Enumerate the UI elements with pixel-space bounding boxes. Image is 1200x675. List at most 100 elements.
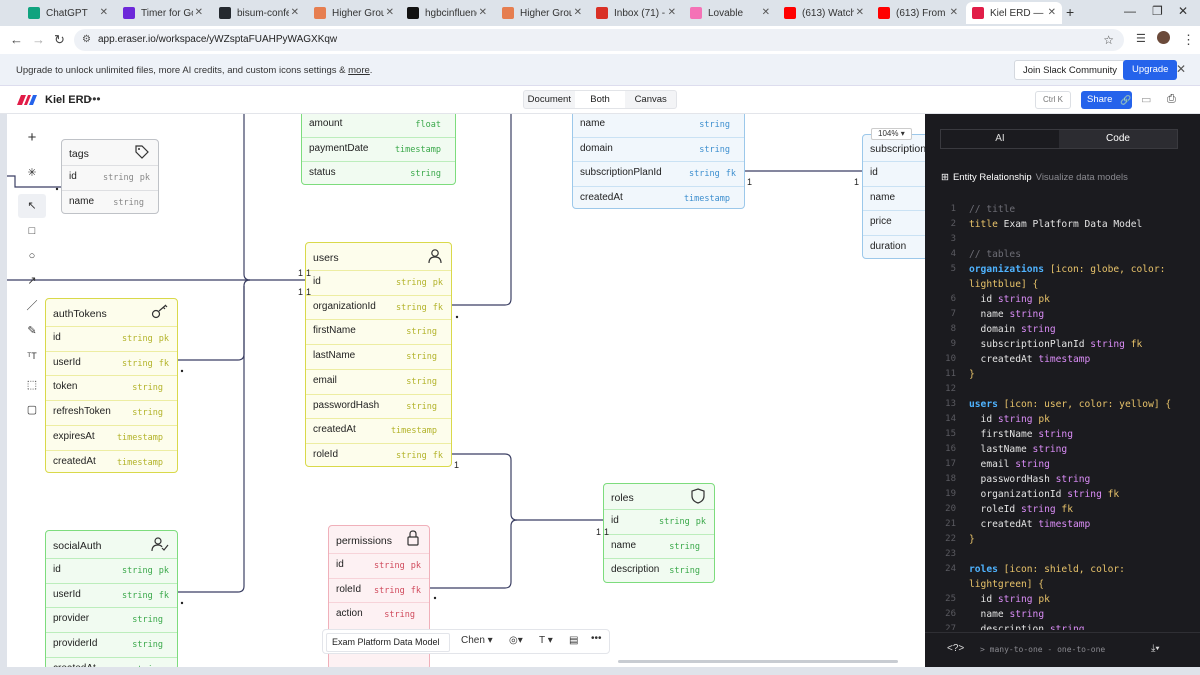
upgrade-button[interactable]: Upgrade [1123, 60, 1178, 80]
view-both-tab[interactable]: Both [574, 91, 626, 108]
command-shortcut-hint[interactable]: Ctrl K [1035, 91, 1071, 109]
horizontal-scrollbar[interactable] [618, 660, 898, 663]
tab-close-icon[interactable]: ✕ [385, 7, 394, 18]
new-tab-button[interactable]: + [1066, 4, 1075, 20]
view-canvas-tab[interactable]: Canvas [634, 94, 667, 105]
reload-icon[interactable]: ↻ [54, 32, 65, 47]
join-slack-button[interactable]: Join Slack Community [1014, 60, 1126, 80]
tab-close-icon[interactable]: ✕ [194, 7, 203, 18]
share-button[interactable]: Share [1081, 91, 1132, 109]
tab-ai[interactable]: AI [995, 133, 1005, 144]
bookmark-star-icon[interactable]: ☆ [1103, 33, 1114, 47]
site-info-icon[interactable]: ⚙ [82, 34, 91, 45]
more-options-icon[interactable]: ••• [591, 633, 602, 644]
ellipse-icon[interactable]: ○ [28, 250, 36, 262]
browser-tab[interactable]: (613) From Ide✕ [872, 2, 964, 24]
tab-close-icon[interactable]: ✕ [478, 7, 487, 18]
color-picker-icon[interactable]: ◎▾ [509, 635, 523, 646]
minimize-icon[interactable]: — [1124, 4, 1136, 18]
field-row[interactable]: id [863, 161, 925, 186]
tab-close-icon[interactable]: ✕ [667, 7, 676, 18]
forward-icon[interactable]: → [32, 32, 45, 47]
view-document-tab[interactable]: Document [527, 94, 571, 105]
notation-select[interactable]: Chen ▾ [461, 635, 493, 646]
url-bar[interactable]: ⚙ app.eraser.io/workspace/yWZsptaFUAHPyW… [74, 29, 1124, 51]
tab-close-icon[interactable]: ✕ [949, 7, 958, 18]
eraser-logo[interactable] [17, 95, 37, 105]
field-row[interactable]: name [863, 185, 925, 211]
tab-close-icon[interactable]: ✕ [761, 7, 770, 18]
diagram-title-input[interactable]: Exam Platform Data Model [326, 633, 450, 652]
banner-more-link[interactable]: more [348, 65, 370, 76]
url-text[interactable]: app.eraser.io/workspace/yWZsptaFUAHPyWAG… [98, 34, 338, 45]
line-icon[interactable]: ／ [26, 300, 38, 312]
banner-close-icon[interactable]: ✕ [1176, 62, 1187, 76]
share-link-icon[interactable]: 🔗 [1120, 95, 1132, 105]
field-row[interactable]: duration [863, 235, 925, 260]
file-title[interactable]: Kiel ERD [45, 94, 92, 106]
restore-icon[interactable]: ❐ [1152, 4, 1163, 18]
browser-tab[interactable]: bisum-confere✕ [213, 2, 305, 24]
ai-sparkle-icon[interactable]: ✳ [27, 167, 37, 179]
tab-code[interactable]: Code [1059, 130, 1177, 148]
browser-tab[interactable]: Lovable✕ [684, 2, 776, 24]
profile-avatar[interactable] [1157, 31, 1170, 44]
browser-menu-icon[interactable]: ⋮ [1182, 32, 1195, 47]
back-icon[interactable]: ← [10, 32, 23, 47]
text-icon[interactable]: ᵀT [27, 351, 37, 361]
tab-close-icon[interactable]: ✕ [290, 7, 299, 18]
rectangle-icon[interactable]: □ [28, 225, 36, 237]
code-brackets-icon[interactable]: <?> [947, 643, 965, 654]
browser-tab[interactable]: ChatGPT✕ [22, 2, 114, 24]
tab-close-icon[interactable]: ✕ [573, 7, 582, 18]
browser-tab[interactable]: Higher Ground✕ [496, 2, 588, 24]
browser-tab[interactable]: (613) Watch lat✕ [778, 2, 870, 24]
browser-tab[interactable]: hgbcinfluence✕ [401, 2, 493, 24]
browser-tab[interactable]: Higher Ground✕ [308, 2, 400, 24]
tab-close-icon[interactable]: ✕ [1047, 7, 1056, 18]
field-row[interactable]: createdAtstring [46, 656, 177, 667]
comment-icon[interactable]: ▭ [1141, 94, 1152, 106]
pen-icon[interactable]: ✎ [27, 325, 37, 337]
download-icon[interactable]: ⤓▾ [1151, 643, 1160, 654]
arrow-icon[interactable]: ↗ [27, 275, 37, 287]
tab-close-icon[interactable]: ✕ [99, 7, 108, 18]
comment-icon[interactable]: ▤ [569, 635, 579, 646]
frame-icon[interactable]: ⬚ [26, 379, 38, 391]
comment-tool-icon[interactable]: ▢ [26, 404, 38, 416]
